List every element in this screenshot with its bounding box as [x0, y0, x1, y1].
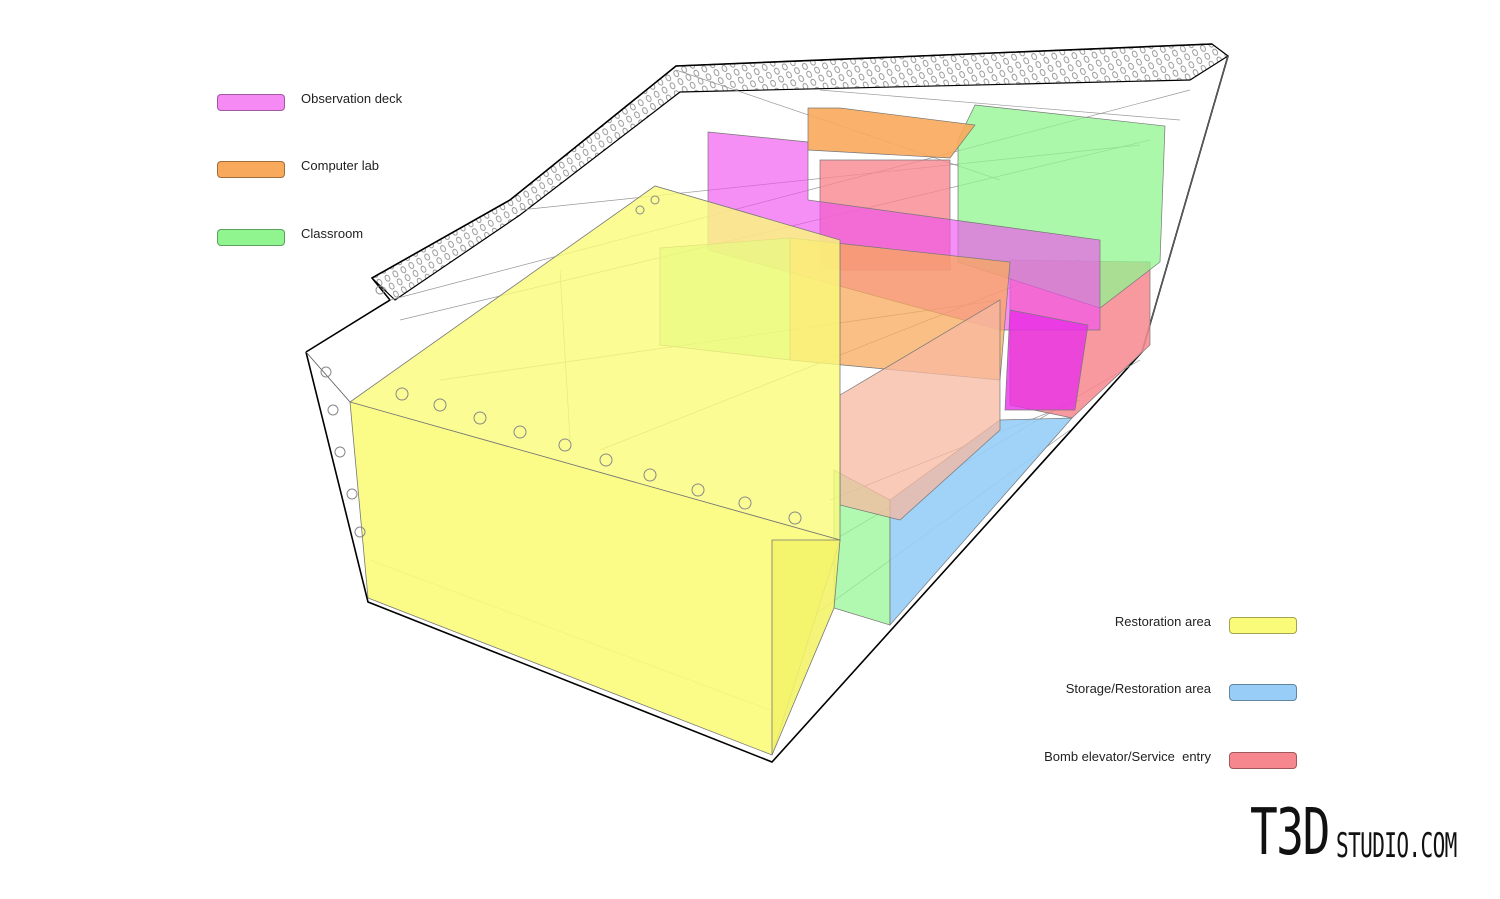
- zone-observation-deck-front: [1004, 309, 1089, 411]
- legend-swatch: [1229, 617, 1297, 634]
- logo-sub-text: STUDIO.COM: [1336, 826, 1457, 866]
- logo-main-text: T3D: [1250, 796, 1330, 870]
- zone-computer-lab-top: [807, 107, 976, 159]
- legend-label: Storage/Restoration area: [1065, 681, 1211, 696]
- hull-portholes: [320, 195, 802, 538]
- legend-swatch: [1229, 752, 1297, 769]
- legend-swatch: [217, 94, 285, 111]
- legend-swatch: [217, 229, 285, 246]
- legend-label: Observation deck: [301, 91, 403, 106]
- legend-swatch: [217, 161, 285, 178]
- legend-item-observation-deck: Observation deck: [217, 91, 437, 113]
- t3d-studio-logo: T3D STUDIO.COM: [1250, 796, 1457, 870]
- legend-item-restoration-area: Restoration area: [1000, 614, 1297, 636]
- legend-item-storage-restoration-area: Storage/Restoration area: [1000, 681, 1297, 703]
- outer-shell-outline: [305, 43, 1213, 353]
- legend-item-computer-lab: Computer lab: [217, 158, 437, 180]
- zone-restoration-area-end: [771, 539, 841, 756]
- legend-item-classroom: Classroom: [217, 226, 437, 248]
- legend-label: Computer lab: [301, 158, 380, 173]
- legend-swatch: [1229, 684, 1297, 701]
- legend-label: Restoration area: [1114, 614, 1211, 629]
- legend-label: Classroom: [301, 226, 364, 241]
- legend-item-bomb-elevator: Bomb elevator/Service entry: [1000, 749, 1297, 771]
- legend-label: Bomb elevator/Service entry: [1044, 749, 1211, 764]
